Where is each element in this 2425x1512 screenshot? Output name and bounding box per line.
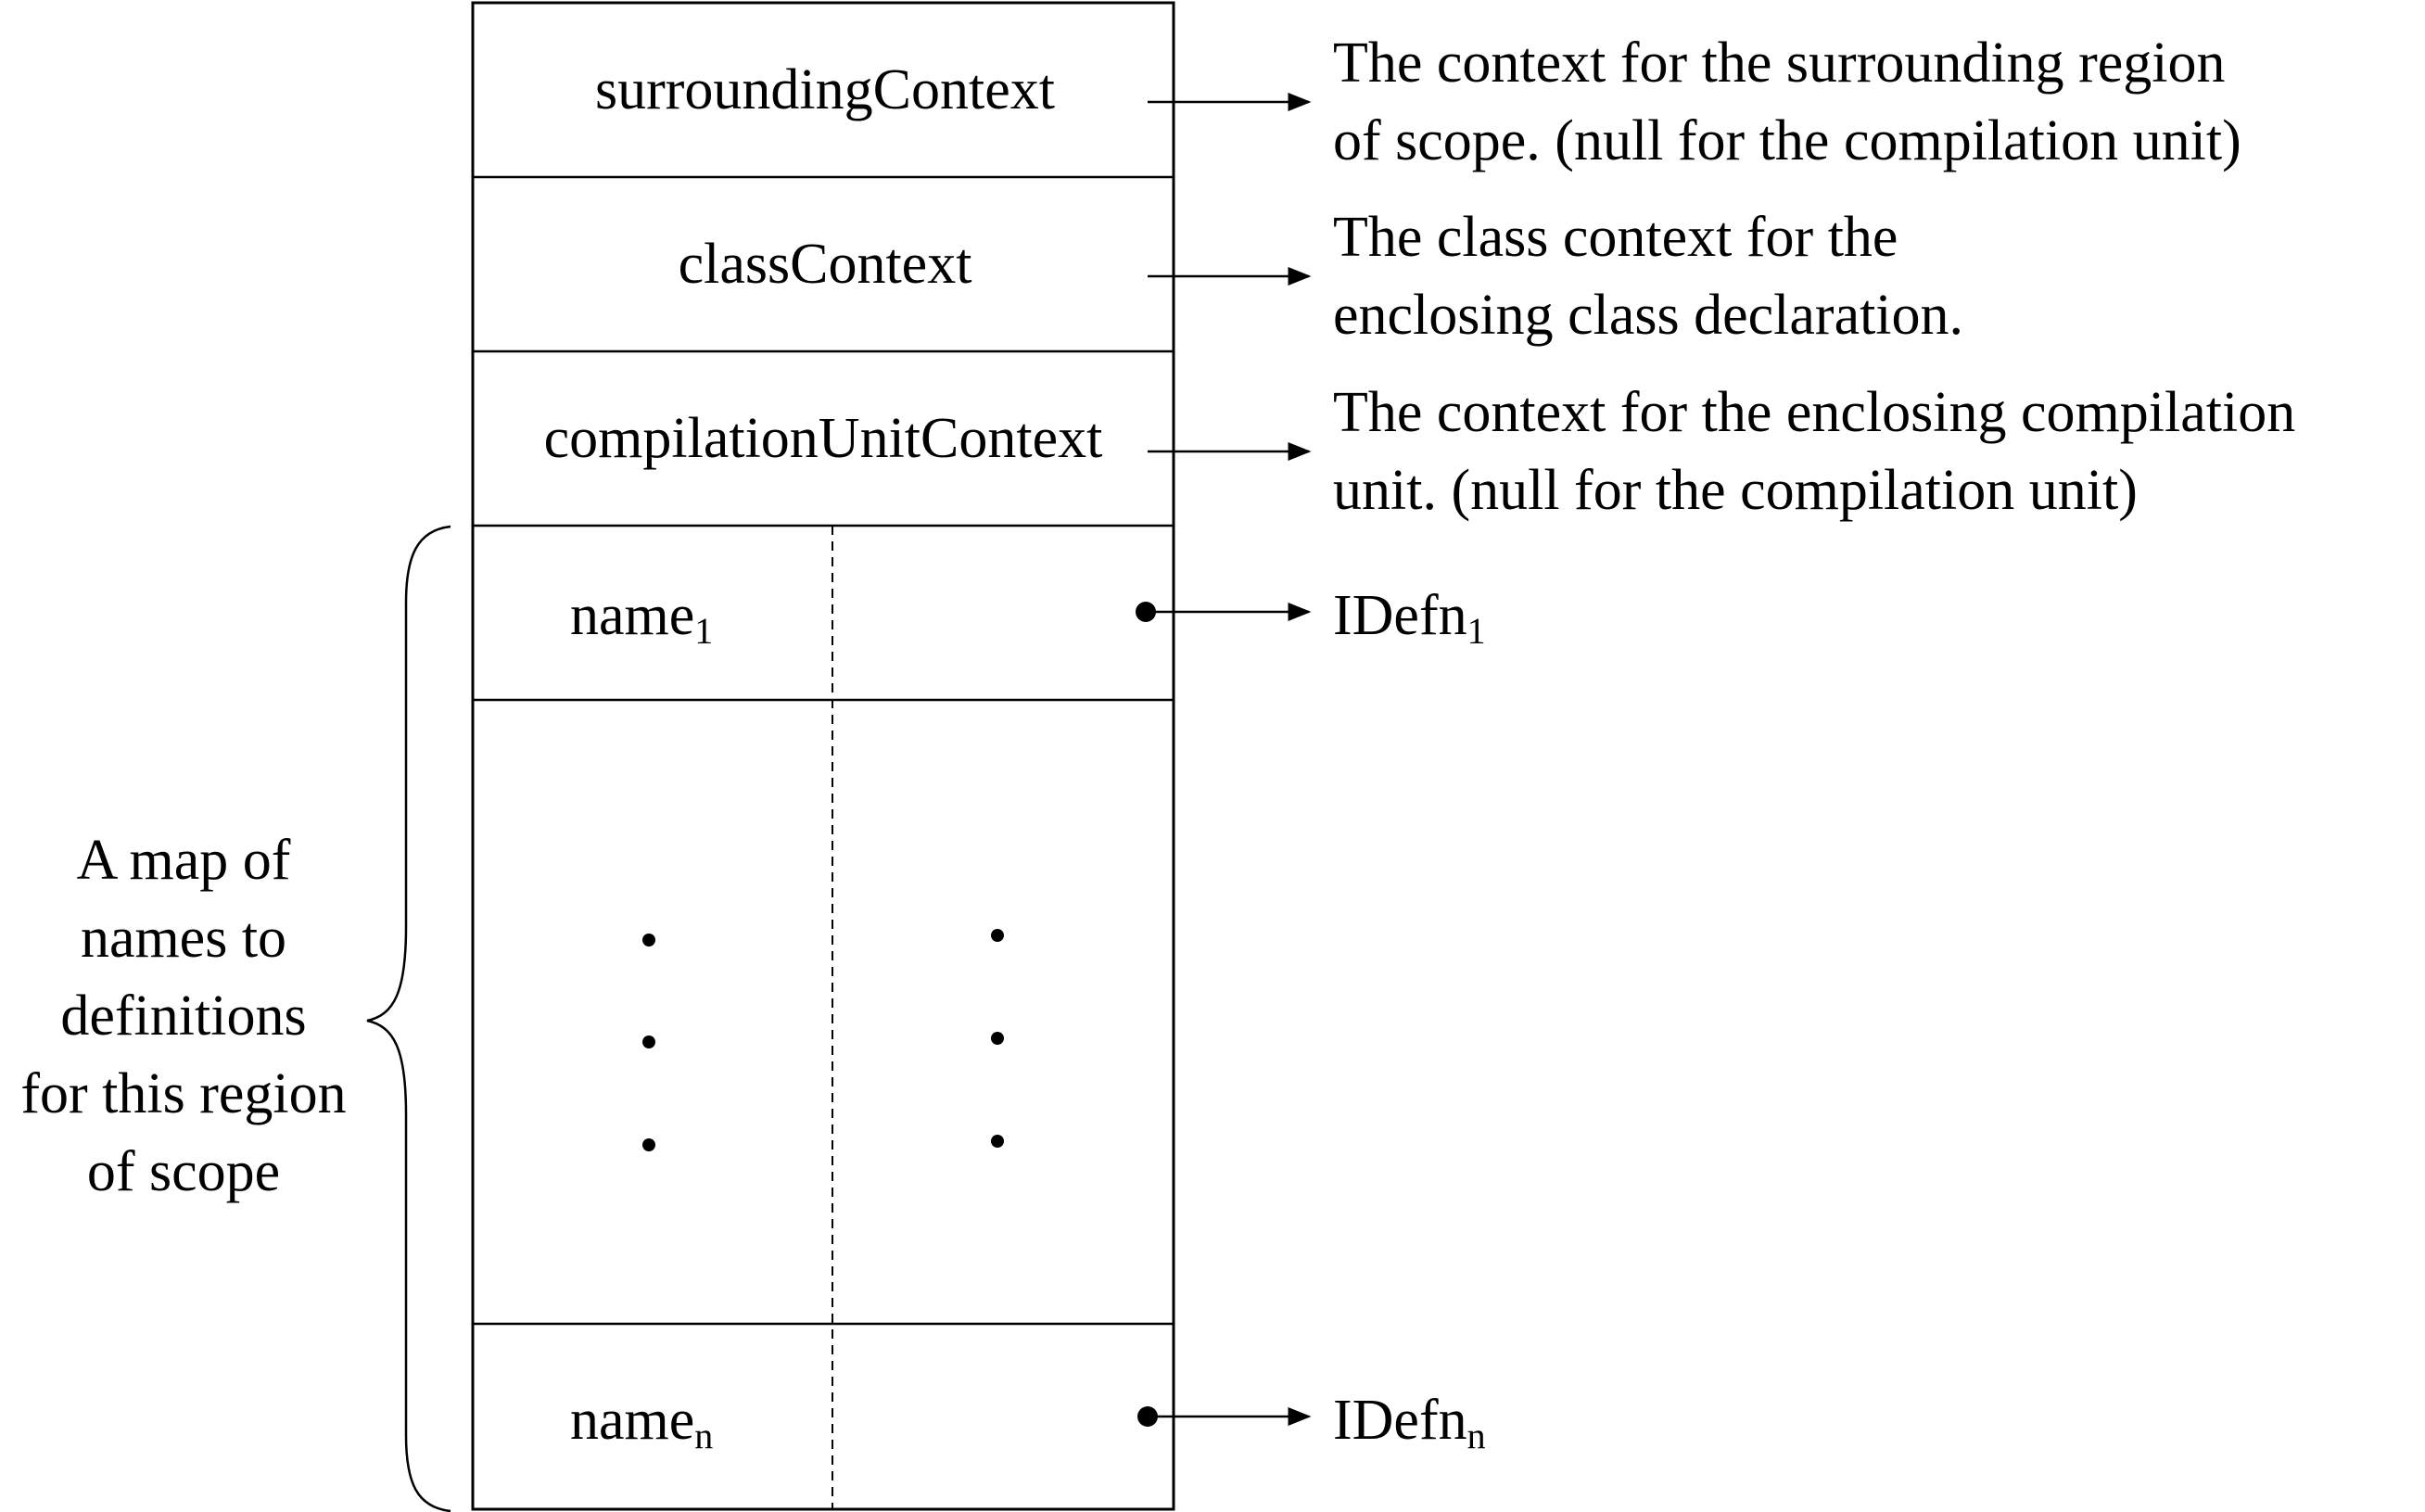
ellipsis-dot xyxy=(991,1135,1004,1148)
map-target: IDefnn xyxy=(1333,1389,1486,1456)
map-key: namen xyxy=(570,1389,713,1456)
map-target-subscript: n xyxy=(1467,1415,1486,1456)
field-description: of scope. (null for the compilation unit… xyxy=(1333,109,2241,172)
map-key-subscript: n xyxy=(694,1415,713,1456)
curly-brace xyxy=(366,525,451,1512)
map-target-subscript: 1 xyxy=(1467,610,1486,652)
ellipsis-dot xyxy=(642,934,655,947)
ellipsis-dot xyxy=(642,1036,655,1048)
field-description: The context for the enclosing compilatio… xyxy=(1333,381,2295,444)
map-key-name: name xyxy=(570,584,694,647)
field-surrounding-context: surroundingContext xyxy=(595,58,1055,121)
field-description: The class context for the xyxy=(1333,206,1898,269)
map-label: names to xyxy=(81,907,286,970)
field-description: unit. (null for the compilation unit) xyxy=(1333,459,2138,522)
map-label: of scope xyxy=(87,1140,280,1203)
field-description: The context for the surrounding region xyxy=(1333,32,2225,95)
map-label: A map of xyxy=(77,829,291,892)
map-target-name: IDefn xyxy=(1333,584,1467,647)
field-description: enclosing class declaration. xyxy=(1333,284,1963,347)
ellipsis-dot xyxy=(991,1032,1004,1045)
map-label: definitions xyxy=(60,985,306,1048)
frame-box xyxy=(471,1,1175,1511)
map-key-name: name xyxy=(570,1389,694,1452)
ellipsis-dot xyxy=(991,929,1004,942)
map-target: IDefn1 xyxy=(1333,584,1486,652)
field-class-context: classContext xyxy=(679,233,972,296)
map-key: name1 xyxy=(570,584,713,652)
field-compilation-unit-context: compilationUnitContext xyxy=(544,407,1103,470)
map-label: for this region xyxy=(20,1062,346,1125)
ellipsis-dot xyxy=(642,1138,655,1151)
map-target-name: IDefn xyxy=(1333,1389,1467,1452)
map-key-subscript: 1 xyxy=(694,610,713,652)
